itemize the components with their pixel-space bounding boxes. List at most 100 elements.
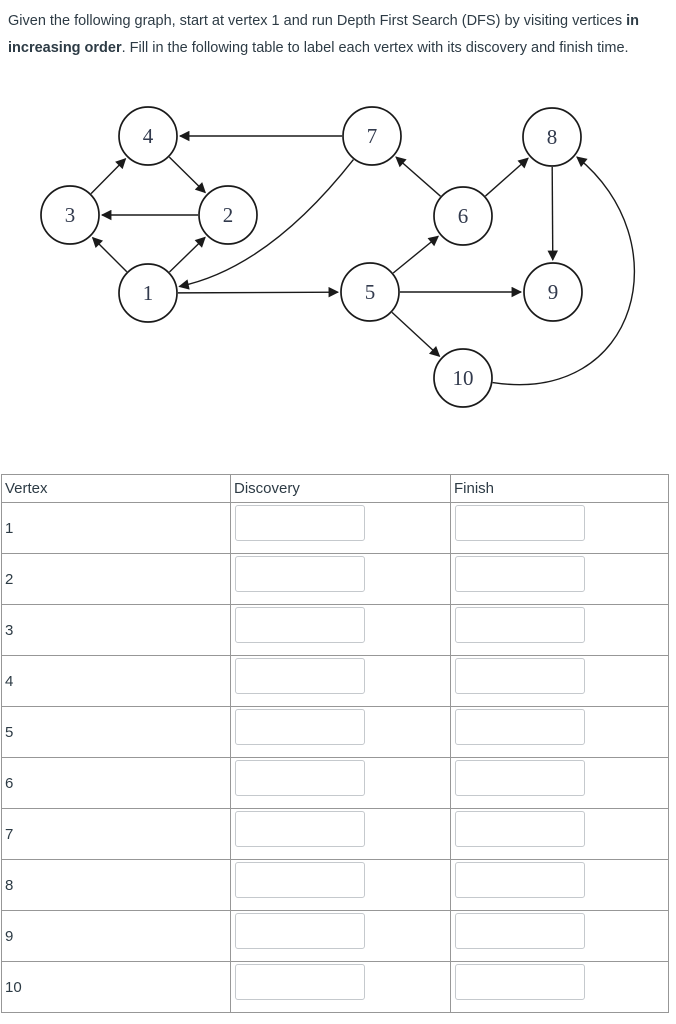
finish-cell-6	[450, 757, 669, 809]
edge-1-to-3	[91, 236, 128, 273]
table-row-vertex-2: 2	[1, 553, 669, 605]
graph-node-label-8: 8	[547, 125, 558, 149]
finish-input-vertex-4[interactable]	[455, 658, 585, 694]
discovery-cell-1	[230, 502, 451, 554]
table-row-vertex-1: 1	[1, 502, 669, 554]
table-row-vertex-9: 9	[1, 910, 669, 962]
graph-node-1	[118, 263, 178, 323]
discovery-input-vertex-2[interactable]	[235, 556, 365, 592]
discovery-cell-3	[230, 604, 451, 656]
edge-10-to-8	[492, 156, 636, 386]
discovery-cell-10	[230, 961, 451, 1013]
edge-5-to-6	[392, 235, 440, 274]
finish-cell-3	[450, 604, 669, 656]
finish-cell-7	[450, 808, 669, 860]
discovery-cell-5	[230, 706, 451, 758]
discovery-cell-6	[230, 757, 451, 809]
vertex-cell-10: 10	[1, 961, 231, 1013]
vertex-cell-4: 4	[1, 655, 231, 707]
graph-node-5	[340, 262, 400, 322]
graph-node-label-10: 10	[453, 366, 474, 390]
graph-node-label-6: 6	[458, 204, 469, 228]
graph-node-10	[433, 348, 493, 408]
discovery-cell-2	[230, 553, 451, 605]
vertex-cell-9: 9	[1, 910, 231, 962]
finish-input-vertex-10[interactable]	[455, 964, 585, 1000]
graph-node-label-5: 5	[365, 280, 376, 304]
edge-6-to-7	[395, 156, 441, 197]
finish-input-vertex-2[interactable]	[455, 556, 585, 592]
finish-cell-5	[450, 706, 669, 758]
edge-6-to-8	[484, 157, 529, 197]
finish-input-vertex-6[interactable]	[455, 760, 585, 796]
graph-edges	[90, 130, 636, 386]
discovery-input-vertex-1[interactable]	[235, 505, 365, 541]
finish-input-vertex-5[interactable]	[455, 709, 585, 745]
table-row-vertex-6: 6	[1, 757, 669, 809]
discovery-cell-7	[230, 808, 451, 860]
discovery-cell-4	[230, 655, 451, 707]
finish-input-vertex-3[interactable]	[455, 607, 585, 643]
graph-node-label-7: 7	[367, 124, 378, 148]
graph-node-label-9: 9	[548, 280, 559, 304]
discovery-cell-9	[230, 910, 451, 962]
discovery-input-vertex-8[interactable]	[235, 862, 365, 898]
graph-node-3	[40, 185, 100, 245]
table-row-vertex-10: 10	[1, 961, 669, 1013]
vertex-cell-2: 2	[1, 553, 231, 605]
discovery-input-vertex-5[interactable]	[235, 709, 365, 745]
finish-cell-2	[450, 553, 669, 605]
finish-cell-10	[450, 961, 669, 1013]
question-text-segment: Given the following graph, start at vert…	[8, 13, 627, 29]
graph-node-label-2: 2	[223, 203, 234, 227]
finish-cell-4	[450, 655, 669, 707]
question-text-bold-segment: in increasing order	[8, 13, 640, 56]
vertex-cell-8: 8	[1, 859, 231, 911]
table-row-vertex-3: 3	[1, 604, 669, 656]
column-header-finish: Finish	[450, 474, 669, 503]
finish-cell-8	[450, 859, 669, 911]
edge-8-to-9	[547, 166, 558, 262]
discovery-input-vertex-9[interactable]	[235, 913, 365, 949]
column-header-vertex: Vertex	[1, 474, 231, 503]
graph-node-7	[342, 106, 402, 166]
discovery-input-vertex-7[interactable]	[235, 811, 365, 847]
discovery-input-vertex-6[interactable]	[235, 760, 365, 796]
graph-nodes: 1 2 3 4 5 6 7 8 9 10	[40, 106, 583, 408]
table-row-vertex-8: 8	[1, 859, 669, 911]
discovery-input-vertex-4[interactable]	[235, 658, 365, 694]
dfs-graph-diagram: 1 2 3 4 5 6 7 8 9 10	[40, 106, 636, 408]
table-row-vertex-7: 7	[1, 808, 669, 860]
discovery-input-vertex-10[interactable]	[235, 964, 365, 1000]
graph-node-9	[523, 262, 583, 322]
discovery-cell-8	[230, 859, 451, 911]
table-row-vertex-5: 5	[1, 706, 669, 758]
vertex-cell-6: 6	[1, 757, 231, 809]
graph-node-label-4: 4	[143, 124, 154, 148]
question-text-segment: . Fill in the following table to label e…	[121, 40, 629, 56]
finish-input-vertex-7[interactable]	[455, 811, 585, 847]
graph-node-2	[198, 185, 258, 245]
edge-7-to-1	[178, 159, 354, 290]
graph-node-label-3: 3	[65, 203, 76, 227]
vertex-cell-1: 1	[1, 502, 231, 554]
vertex-cell-7: 7	[1, 808, 231, 860]
edge-1-to-2	[168, 236, 206, 273]
finish-input-vertex-8[interactable]	[455, 862, 585, 898]
table-row-vertex-4: 4	[1, 655, 669, 707]
finish-input-vertex-1[interactable]	[455, 505, 585, 541]
edge-3-to-4	[90, 158, 127, 195]
edge-5-to-10	[391, 311, 441, 357]
finish-input-vertex-9[interactable]	[455, 913, 585, 949]
graph-node-label-1: 1	[143, 281, 154, 305]
discovery-input-vertex-3[interactable]	[235, 607, 365, 643]
edge-4-to-2	[168, 156, 206, 194]
vertex-cell-5: 5	[1, 706, 231, 758]
graph-node-6	[433, 186, 493, 246]
finish-cell-1	[450, 502, 669, 554]
edge-1-to-5	[177, 286, 340, 298]
column-header-discovery: Discovery	[230, 474, 451, 503]
graph-node-8	[522, 107, 582, 167]
